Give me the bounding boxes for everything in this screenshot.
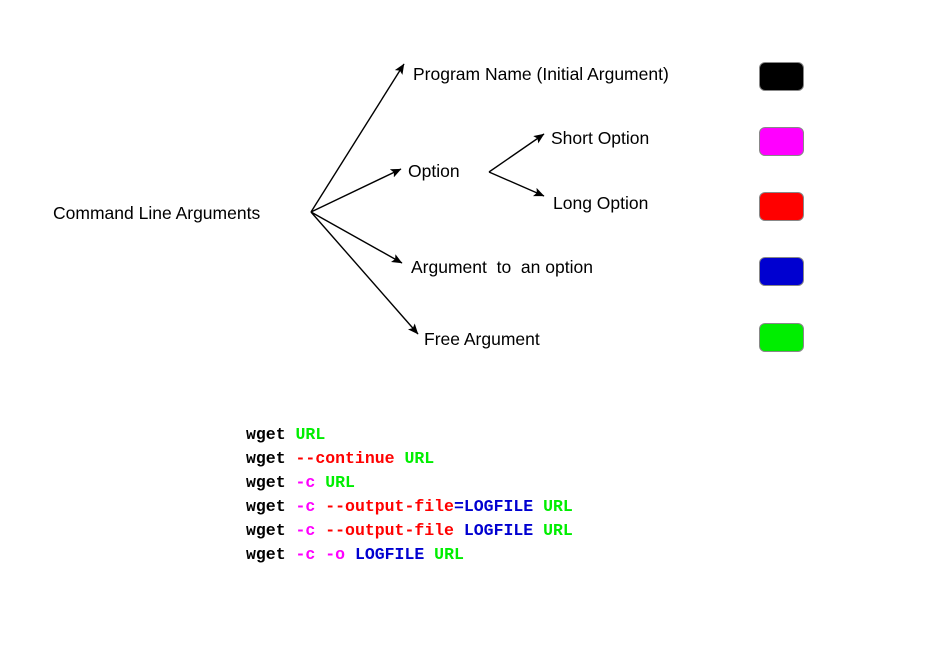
command-token: -c (295, 473, 316, 492)
command-token: URL (543, 521, 573, 540)
command-token: wget (246, 473, 296, 492)
command-token (315, 521, 325, 540)
node-option: Option (408, 161, 460, 181)
edge-root-to-option (310, 168, 402, 213)
command-token: wget (246, 449, 296, 468)
command-example-line: wget URL (246, 423, 573, 447)
edge-root-to-argument-to-an-option (310, 211, 403, 264)
command-token: --output-file (325, 521, 454, 540)
command-token: --continue (295, 449, 395, 468)
command-example-line: wget -c --output-file=LOGFILE URL (246, 495, 573, 519)
command-token (533, 521, 543, 540)
command-token: -c (295, 521, 316, 540)
node-short-option: Short Option (551, 128, 650, 148)
command-token (315, 545, 325, 564)
command-token: --output-file (325, 497, 454, 516)
legend-swatch-free-argument (759, 323, 804, 352)
command-token: URL (295, 425, 326, 444)
command-token (424, 545, 434, 564)
command-token: wget (246, 497, 296, 516)
legend-swatch-long-option (759, 192, 804, 221)
command-example-line: wget --continue URL (246, 447, 573, 471)
command-example-line: wget -c -o LOGFILE URL (246, 543, 573, 567)
legend-swatch-option-argument (759, 257, 804, 286)
command-token: URL (434, 545, 464, 564)
edge-option-to-long-option (488, 171, 545, 197)
command-token: wget (246, 425, 296, 444)
command-token: URL (325, 473, 355, 492)
command-token: LOGFILE (354, 545, 425, 564)
command-token: -o (325, 545, 346, 564)
edge-root-to-free-argument (310, 211, 419, 335)
command-token (315, 497, 325, 516)
command-example-line: wget -c URL (246, 471, 573, 495)
node-argument-to-an-option: Argument to an option (411, 257, 593, 277)
node-free-argument: Free Argument (424, 329, 540, 349)
command-token (315, 473, 325, 492)
command-token (395, 449, 405, 468)
edge-root-to-program-name (310, 63, 405, 213)
command-token: LOGFILE (463, 521, 534, 540)
command-token (454, 521, 464, 540)
command-token: URL (543, 497, 573, 516)
command-token: =LOGFILE (453, 497, 534, 516)
command-token: wget (246, 521, 296, 540)
legend-swatch-program-name (759, 62, 804, 91)
edge-option-to-short-option (488, 133, 545, 173)
command-token: URL (404, 449, 435, 468)
legend-swatch-short-option (759, 127, 804, 156)
node-command-line-arguments: Command Line Arguments (53, 203, 261, 223)
command-token: -c (295, 545, 316, 564)
command-token (345, 545, 355, 564)
command-token: -c (295, 497, 316, 516)
command-token: wget (246, 545, 296, 564)
node-long-option: Long Option (553, 193, 649, 213)
command-token (533, 497, 543, 516)
command-example-line: wget -c --output-file LOGFILE URL (246, 519, 573, 543)
node-program-name: Program Name (Initial Argument) (413, 64, 669, 84)
